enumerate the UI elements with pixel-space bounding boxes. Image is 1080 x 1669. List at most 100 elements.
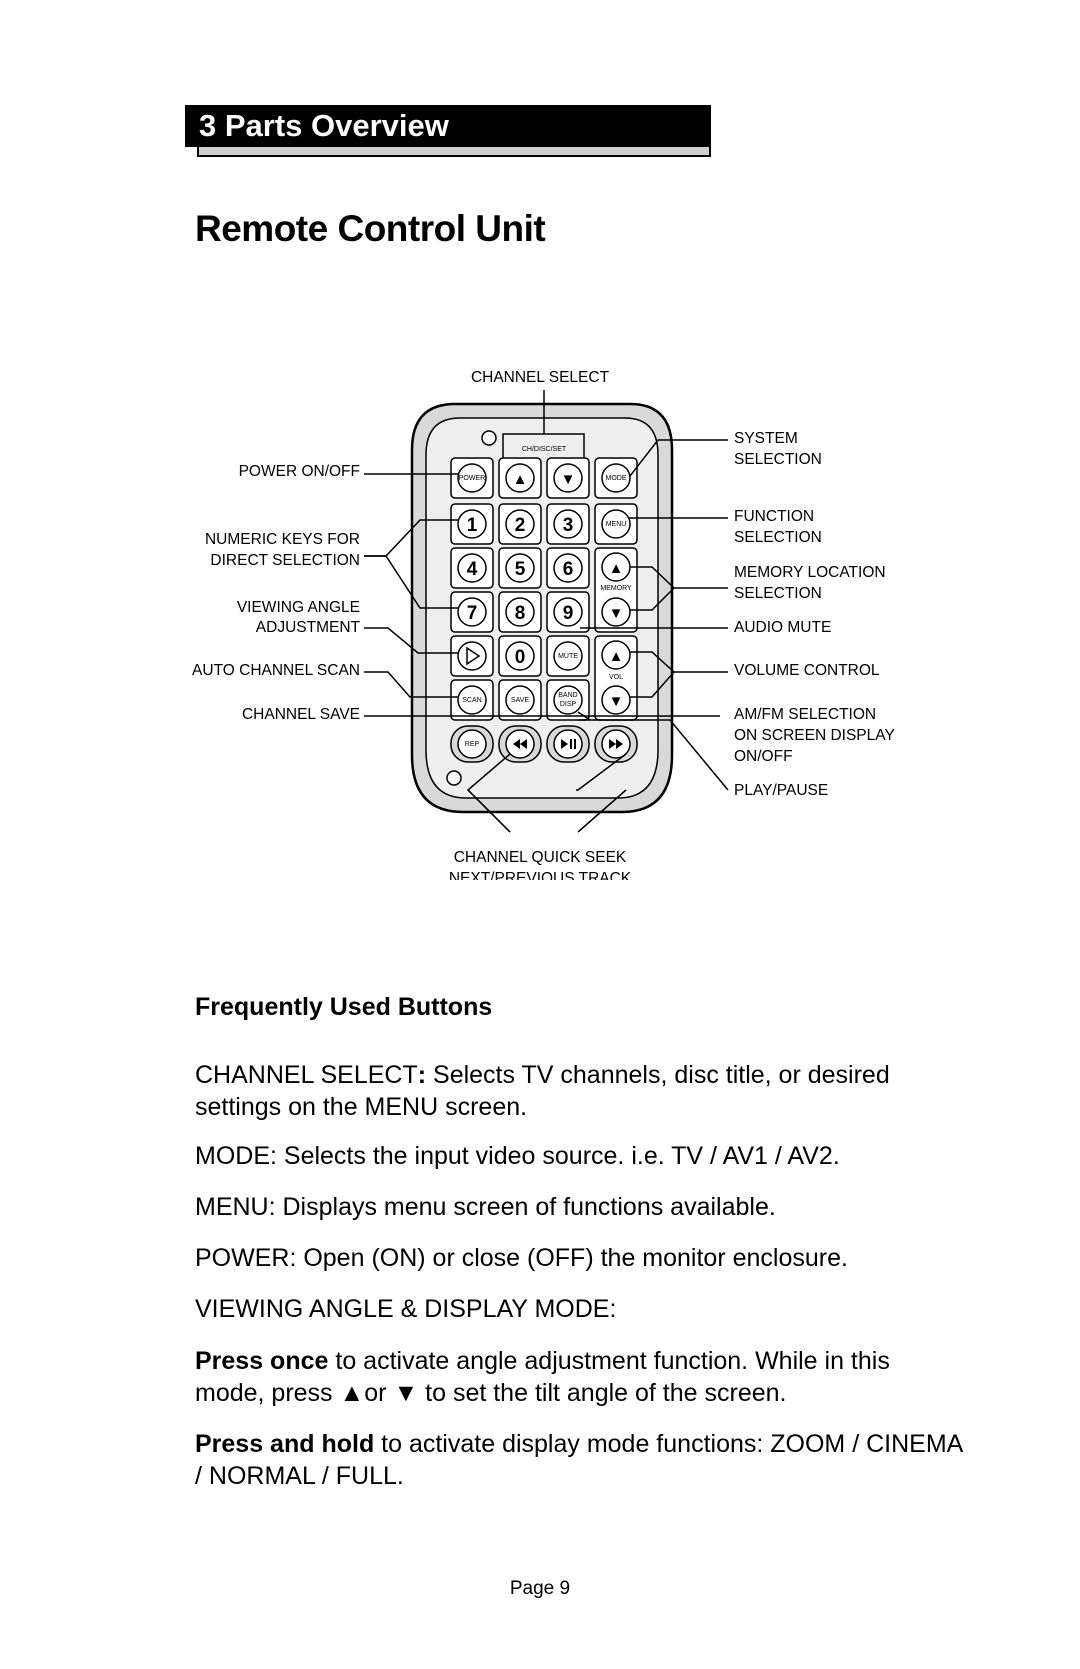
digit-8-button[interactable]	[505, 597, 535, 627]
digit-4-button[interactable]	[457, 553, 487, 583]
digit-1-label: 1	[467, 515, 478, 536]
menu-button[interactable]	[601, 509, 631, 539]
volume-up-button[interactable]	[601, 640, 631, 670]
press-hold-text: to activate display mode functions: ZOOM…	[195, 1430, 962, 1490]
digit-5-label: 5	[515, 559, 526, 580]
digit-8-label: 8	[515, 603, 526, 624]
label-play-pause: PLAY/PAUSE	[734, 782, 828, 799]
digit-4-label: 4	[467, 559, 478, 580]
page-number: Page 9	[509, 1578, 571, 1599]
leader-lines	[364, 390, 729, 833]
vol-up-arrow: ▲	[609, 648, 624, 665]
label-channel-save: CHANNEL SAVE	[242, 706, 360, 723]
label-volume: VOLUME CONTROL	[734, 662, 880, 679]
section-header: 3 Parts Overview	[185, 105, 711, 157]
menu-button-label: MENU	[606, 521, 627, 528]
digit-9-label: 9	[563, 603, 574, 624]
up-arrow-icon: ▲	[339, 1379, 365, 1407]
disp-label: DISP	[560, 701, 577, 708]
menu-paragraph: MENU: Displays menu screen of functions …	[195, 1193, 776, 1221]
label-system-1: SYSTEM	[734, 430, 798, 447]
label-amfm-2: ON SCREEN DISPLAY	[734, 727, 895, 744]
label-quick-seek-2: NEXT/PREVIOUS TRACK	[449, 870, 632, 880]
label-quick-seek-1: CHANNEL QUICK SEEK	[454, 849, 627, 866]
ch-disc-set-label: CH/DISC/SET	[522, 446, 567, 453]
memory-label: MEMORY	[600, 585, 632, 592]
mute-button[interactable]	[553, 641, 583, 671]
section-title: 3 Parts Overview	[185, 105, 711, 147]
angle-icon	[466, 646, 481, 666]
digit-3-button[interactable]	[553, 509, 583, 539]
digit-5-button[interactable]	[505, 553, 535, 583]
power-paragraph: POWER: Open (ON) or close (OFF) the moni…	[195, 1244, 848, 1272]
label-viewing-1: VIEWING ANGLE	[237, 599, 360, 616]
fast-forward-icon	[609, 739, 623, 749]
label-power: POWER ON/OFF	[239, 463, 360, 480]
rep-button-label: REP	[465, 741, 480, 748]
memory-up-arrow: ▲	[609, 560, 624, 577]
label-system-2: SELECTION	[734, 451, 822, 468]
label-auto-scan: AUTO CHANNEL SCAN	[192, 662, 360, 679]
vol-label: VOL	[609, 674, 623, 681]
press-once-text-1: to activate angle adjustment function. W…	[195, 1347, 890, 1407]
channel-select-term: CHANNEL SELECT	[195, 1061, 418, 1089]
ch-down-arrow: ▼	[561, 471, 576, 488]
digit-7-button[interactable]	[457, 597, 487, 627]
digit-9-button[interactable]	[553, 597, 583, 627]
digit-7-label: 7	[467, 603, 478, 624]
scan-button-label: SCAN	[462, 697, 481, 704]
mode-button-label: MODE	[606, 475, 627, 482]
channel-up-button[interactable]	[505, 463, 535, 493]
scan-button[interactable]	[457, 685, 487, 715]
page-title: Remote Control Unit	[195, 208, 546, 249]
ch-up-arrow: ▲	[513, 471, 528, 488]
save-button-label: SAVE	[511, 697, 529, 704]
digit-1-button[interactable]	[457, 509, 487, 539]
press-once-text-2: to set the tilt angle of the screen.	[418, 1379, 787, 1407]
remote-control-diagram: CHANNEL SELECT POWER ON/OFF NUMERIC KEYS…	[192, 369, 895, 880]
indicator-led	[446, 770, 462, 786]
label-audio-mute: AUDIO MUTE	[734, 619, 831, 636]
digit-0-button[interactable]	[505, 641, 535, 671]
digit-0-label: 0	[515, 647, 526, 668]
power-button-label: POWER	[459, 475, 485, 482]
mode-button[interactable]	[601, 463, 631, 493]
label-amfm-3: ON/OFF	[734, 748, 793, 765]
mute-button-label: MUTE	[558, 653, 578, 660]
viewing-paragraph: VIEWING ANGLE & DISPLAY MODE:	[195, 1295, 617, 1323]
label-viewing-2: ADJUSTMENT	[256, 619, 361, 636]
press-hold-paragraph: Press and hold to activate display mode …	[195, 1428, 965, 1492]
band-disp-button[interactable]	[553, 685, 583, 715]
memory-down-arrow: ▼	[609, 605, 624, 622]
press-once-paragraph: Press once to activate angle adjustment …	[195, 1345, 965, 1409]
digit-6-label: 6	[563, 559, 574, 580]
press-once-bold: Press once	[195, 1347, 329, 1375]
frequently-used-heading: Frequently Used Buttons	[195, 993, 493, 1021]
label-amfm-1: AM/FM SELECTION	[734, 706, 876, 723]
label-memory-2: SELECTION	[734, 585, 822, 602]
vol-down-arrow: ▼	[609, 693, 624, 710]
save-button[interactable]	[505, 685, 535, 715]
rep-button[interactable]	[457, 729, 487, 759]
label-channel-select: CHANNEL SELECT	[471, 369, 610, 386]
rewind-icon	[513, 739, 527, 749]
volume-down-button[interactable]	[601, 685, 631, 715]
band-label: BAND	[558, 692, 577, 699]
digit-2-label: 2	[515, 515, 526, 536]
power-button[interactable]	[457, 463, 487, 493]
press-hold-bold: Press and hold	[195, 1430, 375, 1458]
label-memory-1: MEMORY LOCATION	[734, 564, 886, 581]
label-numeric-1: NUMERIC KEYS FOR	[205, 531, 360, 548]
memory-down-button[interactable]	[601, 597, 631, 627]
digit-6-button[interactable]	[553, 553, 583, 583]
label-function-1: FUNCTION	[734, 508, 814, 525]
channel-select-text: Selects TV channels, disc title, or desi…	[195, 1061, 890, 1121]
or-text: or	[364, 1379, 394, 1407]
label-function-2: SELECTION	[734, 529, 822, 546]
digit-2-button[interactable]	[505, 509, 535, 539]
channel-select-paragraph: CHANNEL SELECT: Selects TV channels, dis…	[195, 1059, 965, 1123]
play-pause-icon	[561, 739, 576, 749]
digit-3-label: 3	[563, 515, 574, 536]
mode-paragraph: MODE: Selects the input video source. i.…	[195, 1142, 840, 1170]
channel-down-button[interactable]	[553, 463, 583, 493]
